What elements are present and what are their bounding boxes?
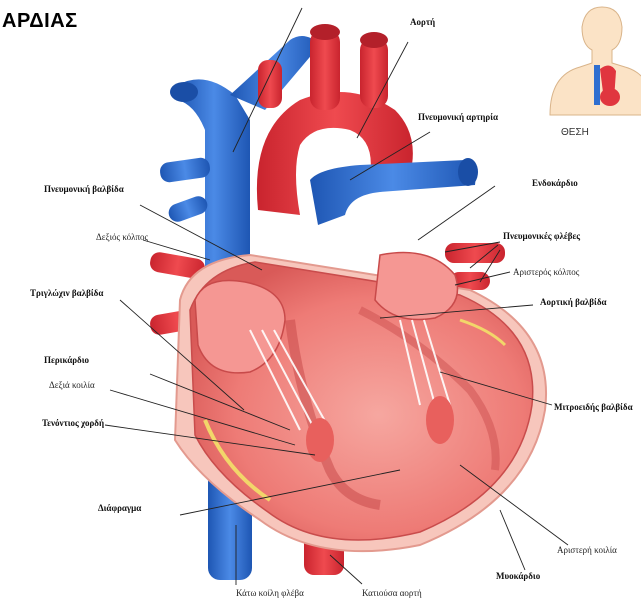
- label-inferior-vena-cava: Κάτω κοίλη φλέβα: [236, 588, 304, 599]
- label-left-ventricle: Αριστερή κοιλία: [557, 545, 617, 556]
- label-diaphragm: Διάφραγμα: [98, 503, 141, 514]
- label-myocardium: Μυοκάρδιο: [496, 571, 540, 582]
- label-pulmonary-veins: Πνευμονικές φλέβες: [503, 231, 580, 242]
- page-title: ΑΡΔΙΑΣ: [2, 10, 78, 33]
- label-tricuspid-valve: Τριγλώχιν βαλβίδα: [30, 288, 103, 299]
- label-aorta: Αορτή: [410, 17, 435, 28]
- inset-caption: ΘΕΣΗ: [561, 127, 589, 138]
- label-right-atrium: Δεξιός κόλπος: [96, 232, 148, 243]
- label-endocardium: Ενδοκάρδιο: [532, 178, 578, 189]
- label-chordae: Τενόντιος χορδή: [42, 418, 104, 429]
- label-descending-aorta: Κατιούσα αορτή: [362, 588, 422, 599]
- label-pulmonary-valve: Πνευμονική βαλβίδα: [44, 184, 124, 195]
- left-atrium-chamber: [375, 253, 458, 320]
- pulmonary-artery-vessel: [310, 160, 476, 225]
- label-left-atrium: Αριστερός κόλπος: [513, 267, 579, 278]
- position-inset: [550, 7, 641, 115]
- label-mitral-valve: Μιτροειδής βαλβίδα: [554, 402, 633, 413]
- label-pericardium: Περικάρδιο: [44, 355, 89, 366]
- label-pulmonary-artery: Πνευμονική αρτηρία: [418, 112, 498, 123]
- label-aortic-valve: Αορτική βαλβίδα: [540, 297, 607, 308]
- label-right-ventricle: Δεξιά κοιλία: [49, 380, 95, 391]
